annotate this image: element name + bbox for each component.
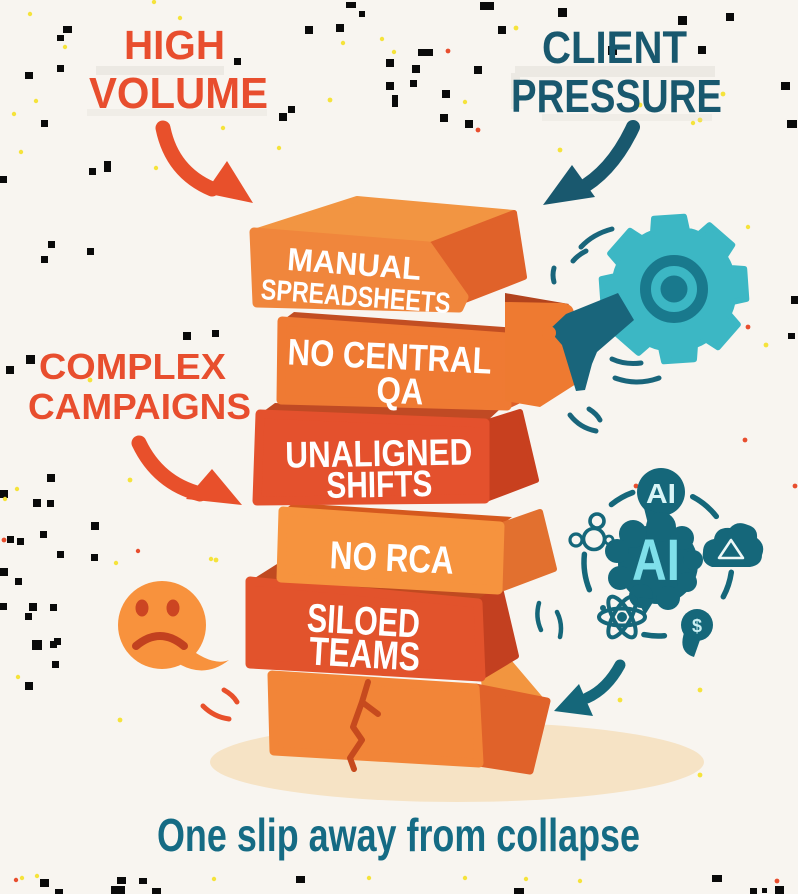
- svg-text:NO CENTRAL: NO CENTRAL: [287, 331, 493, 381]
- svg-text:PRESSURE: PRESSURE: [511, 70, 722, 122]
- svg-text:CLIENT: CLIENT: [542, 22, 687, 73]
- svg-text:VOLUME: VOLUME: [89, 69, 268, 118]
- svg-text:SILOED: SILOED: [306, 596, 421, 646]
- svg-text:AI: AI: [632, 528, 680, 593]
- svg-text:UNALIGNED: UNALIGNED: [285, 431, 473, 475]
- svg-text:NO RCA: NO RCA: [329, 534, 455, 583]
- svg-text:HIGH: HIGH: [124, 22, 225, 68]
- svg-text:TEAMS: TEAMS: [308, 630, 421, 680]
- svg-text:$: $: [692, 616, 702, 636]
- svg-text:SHIFTS: SHIFTS: [326, 463, 433, 506]
- svg-text:COMPLEX: COMPLEX: [39, 346, 226, 387]
- svg-text:QA: QA: [376, 369, 425, 412]
- svg-text:CAMPAIGNS: CAMPAIGNS: [28, 386, 251, 427]
- svg-text:AI: AI: [646, 478, 676, 509]
- svg-text:One slip away from collapse: One slip away from collapse: [157, 809, 640, 861]
